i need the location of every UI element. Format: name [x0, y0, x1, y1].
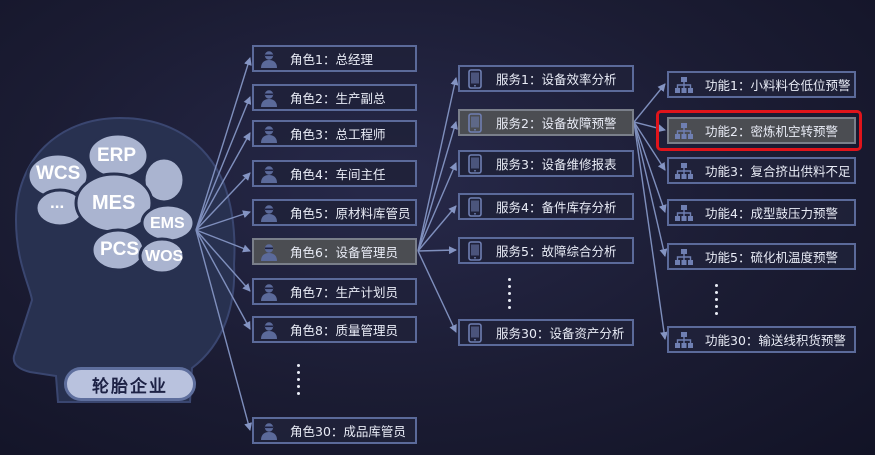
roles-ellipsis: [296, 364, 302, 399]
service-box[interactable]: 服务3：设备维修报表: [458, 150, 634, 177]
role-label: 角色6：设备管理员: [290, 245, 398, 260]
connector-line: [633, 121, 666, 171]
person-icon: [258, 202, 280, 223]
role-label: 角色4：车间主任: [290, 167, 386, 182]
role-label: 角色3：总工程师: [290, 127, 386, 142]
connector-line: [417, 77, 459, 252]
function-box[interactable]: 功能5：硫化机温度预警: [667, 243, 856, 270]
connector-line: [195, 229, 251, 292]
person-icon: [258, 48, 280, 69]
person-icon: [258, 163, 280, 184]
function-label: 功能3：复合挤出供料不足: [705, 164, 851, 179]
function-label: 功能2：密炼机空转预警: [705, 124, 838, 139]
role-box[interactable]: 角色7：生产计划员: [252, 278, 417, 305]
connector-line: [417, 250, 457, 333]
function-label: 功能5：硫化机温度预警: [705, 250, 838, 265]
function-label: 功能30：输送线积货预警: [705, 333, 846, 348]
services-ellipsis: [507, 278, 513, 313]
highlight-frame: [656, 110, 862, 151]
service-label: 服务30：设备资产分析: [496, 326, 625, 341]
service-box-highlighted[interactable]: 服务2：设备故障预警: [458, 109, 634, 136]
service-box[interactable]: 服务4：备件库存分析: [458, 193, 634, 220]
service-label: 服务3：设备维修报表: [496, 157, 617, 172]
hierarchy-icon: [673, 120, 695, 141]
phone-icon: [464, 322, 486, 343]
function-label: 功能1：小料料仓低位预警: [705, 78, 851, 93]
hierarchy-icon: [673, 202, 695, 223]
brain-label-ems: EMS: [150, 215, 185, 232]
function-box[interactable]: 功能1：小料料仓低位预警: [667, 71, 856, 98]
person-icon: [258, 319, 280, 340]
connector-line: [195, 57, 252, 231]
role-label: 角色8：质量管理员: [290, 323, 398, 338]
role-label: 角色2：生产副总: [290, 91, 386, 106]
connector-line: [195, 229, 251, 330]
brain-label-pcs: PCS: [100, 239, 140, 260]
person-icon: [258, 420, 280, 441]
service-label: 服务5：故障综合分析: [496, 244, 617, 259]
connector-line: [633, 121, 666, 133]
role-label: 角色1：总经理: [290, 52, 373, 67]
service-box[interactable]: 服务5：故障综合分析: [458, 237, 634, 264]
person-icon: [258, 87, 280, 108]
brain-label-ellipsis: ...: [50, 193, 65, 212]
functions-ellipsis: [714, 284, 720, 319]
connector-line: [417, 246, 457, 255]
brain-label-wos: WOS: [145, 248, 184, 265]
phone-icon: [464, 153, 486, 174]
connector-line: [633, 121, 668, 257]
service-label: 服务1：设备效率分析: [496, 72, 617, 87]
connector-line: [417, 205, 457, 252]
service-box[interactable]: 服务1：设备效率分析: [458, 65, 634, 92]
person-icon: [258, 281, 280, 302]
connector-line: [633, 121, 667, 213]
service-label: 服务2：设备故障预警: [496, 116, 617, 131]
connector-line: [633, 83, 666, 123]
role-box-highlighted[interactable]: 角色6：设备管理员: [252, 238, 417, 265]
function-label: 功能4：成型鼓压力预警: [705, 206, 838, 221]
phone-icon: [464, 240, 486, 261]
person-icon: [258, 241, 280, 262]
role-label: 角色30：成品库管员: [290, 424, 406, 439]
phone-icon: [464, 196, 486, 217]
connector-line: [633, 121, 668, 340]
hierarchy-icon: [673, 74, 695, 95]
phone-icon: [464, 112, 486, 133]
brain-lobes: [26, 132, 196, 275]
connector-line: [195, 229, 251, 253]
role-box[interactable]: 角色2：生产副总: [252, 84, 417, 111]
role-label: 角色7：生产计划员: [290, 285, 398, 300]
hierarchy-icon: [673, 246, 695, 267]
hierarchy-icon: [673, 329, 695, 350]
brain-label-mes: MES: [92, 192, 136, 214]
role-box[interactable]: 角色5：原材料库管员: [252, 199, 417, 226]
connector-line: [195, 96, 252, 231]
role-box[interactable]: 角色4：车间主任: [252, 160, 417, 187]
role-box[interactable]: 角色3：总工程师: [252, 120, 417, 147]
brain-label-wcs: WCS: [36, 163, 81, 184]
person-icon: [258, 123, 280, 144]
connector-line: [417, 162, 457, 252]
connector-line: [417, 121, 458, 252]
phone-icon: [464, 68, 486, 89]
function-box[interactable]: 功能4：成型鼓压力预警: [667, 199, 856, 226]
connector-line: [195, 132, 251, 231]
connector-line: [195, 172, 251, 231]
function-box[interactable]: 功能3：复合挤出供料不足: [667, 157, 856, 184]
service-box[interactable]: 服务30：设备资产分析: [458, 319, 634, 346]
role-box[interactable]: 角色1：总经理: [252, 45, 417, 72]
hierarchy-icon: [673, 160, 695, 181]
role-box[interactable]: 角色8：质量管理员: [252, 316, 417, 343]
role-label: 角色5：原材料库管员: [290, 206, 411, 221]
connector-line: [195, 229, 253, 431]
connector-line: [195, 210, 251, 231]
service-label: 服务4：备件库存分析: [496, 200, 617, 215]
brain-label-erp: ERP: [97, 145, 137, 166]
function-box[interactable]: 功能30：输送线积货预警: [667, 326, 856, 353]
company-label: 轮胎企业: [64, 367, 196, 401]
role-box[interactable]: 角色30：成品库管员: [252, 417, 417, 444]
function-box-highlighted[interactable]: 功能2：密炼机空转预警: [667, 117, 856, 144]
